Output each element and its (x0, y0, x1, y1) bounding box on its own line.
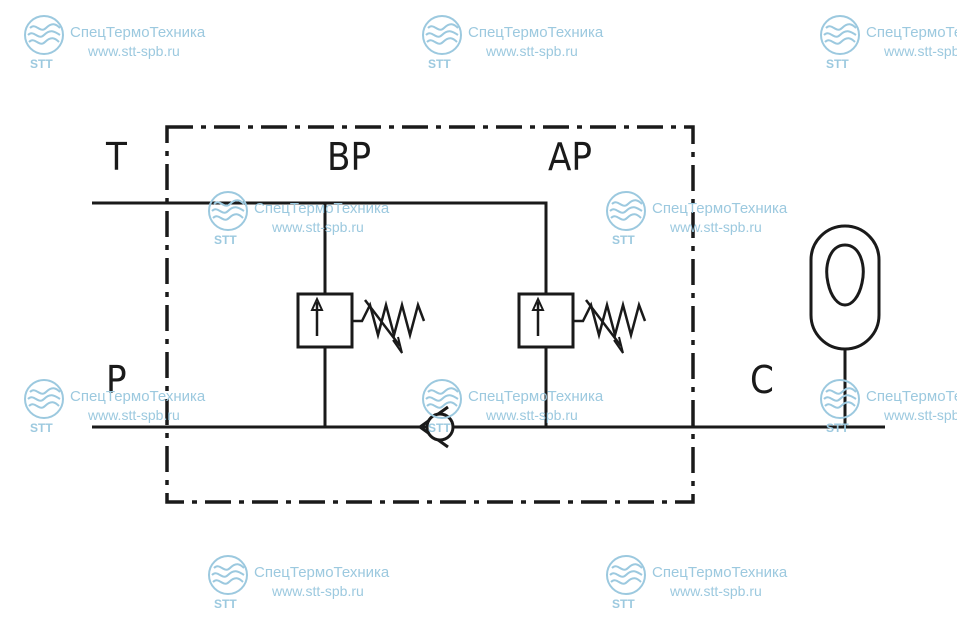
port-label-ap: AP (548, 135, 592, 179)
port-label-t: T (105, 135, 127, 179)
port-label-c: C (750, 358, 774, 402)
valve-block-boundary (165, 125, 695, 504)
relief-valve-bp (296, 292, 426, 354)
relief-valve-ap (517, 292, 647, 354)
accumulator (809, 224, 881, 351)
port-label-p: P (106, 358, 127, 402)
port-label-bp: BP (327, 135, 371, 179)
